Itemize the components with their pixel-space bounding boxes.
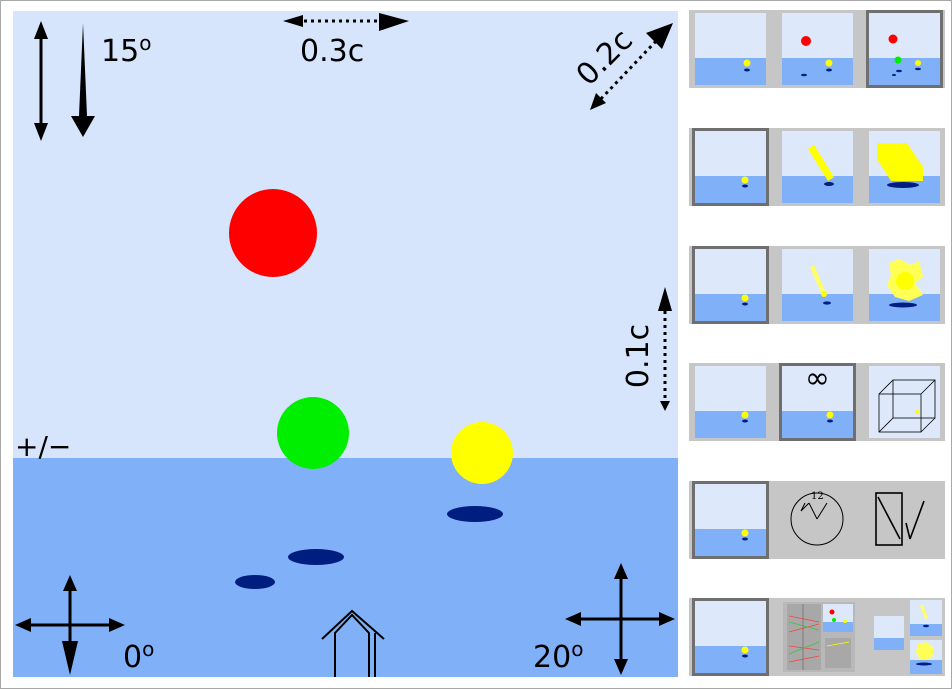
- row-shape: [689, 128, 945, 206]
- simulation-view[interactable]: 15o 0.3c 0.2c 0.1c +/− 0o 20o: [13, 11, 678, 677]
- row-effect: [689, 246, 945, 324]
- row-objects: [689, 10, 945, 88]
- thumb-diagram-layout[interactable]: [783, 602, 855, 672]
- thumb-wireframe-box[interactable]: [866, 363, 943, 441]
- options-panel: ∞ 12: [681, 1, 952, 690]
- yaw-right-cross-icon[interactable]: [565, 563, 675, 675]
- ball-shadow: [288, 549, 344, 565]
- thumb-normal-view[interactable]: [692, 363, 769, 441]
- clock-icon: [790, 492, 844, 546]
- thumb-stretched[interactable]: [779, 128, 856, 206]
- multi-view-icon: [874, 600, 942, 674]
- pitch-arrow-icon[interactable]: [71, 23, 95, 137]
- thumb-clock[interactable]: 12: [779, 481, 856, 559]
- yaw-left-value: 0: [123, 640, 143, 675]
- wireframe-box-icon: [878, 379, 936, 433]
- thumb-single-ball[interactable]: [692, 10, 769, 88]
- sky: [13, 11, 678, 458]
- thumb-three-balls[interactable]: [866, 10, 943, 88]
- pitch-range-arrow-icon[interactable]: [34, 21, 48, 141]
- thumb-burst[interactable]: [866, 246, 943, 324]
- speed-diagonal-arrow-icon[interactable]: [590, 23, 673, 110]
- diagram-preview-icon: [787, 604, 853, 670]
- yaw-left-label: 0o: [123, 639, 154, 675]
- thumb-ball[interactable]: [692, 128, 769, 206]
- yaw-right-unit: o: [571, 637, 584, 661]
- thumb-flattened[interactable]: [866, 128, 943, 206]
- ball-shadow: [447, 506, 503, 522]
- scene-canvas[interactable]: [13, 11, 678, 677]
- row-layout: [689, 598, 945, 676]
- thumb-normal-time[interactable]: [692, 481, 769, 559]
- green-ball[interactable]: [277, 397, 349, 469]
- pitch-unit: o: [139, 31, 152, 55]
- light-path-icon: [875, 492, 925, 546]
- ball-shadow: [235, 575, 275, 589]
- row-view: ∞: [689, 363, 945, 441]
- home-icon[interactable]: [321, 609, 385, 677]
- pitch-label: 15o: [101, 33, 151, 69]
- thumb-two-balls[interactable]: [779, 10, 856, 88]
- thumb-infinity-view[interactable]: ∞: [779, 363, 856, 441]
- speed-y-label: 0.1c: [621, 323, 657, 389]
- yaw-right-value: 20: [533, 640, 572, 675]
- infinity-icon: ∞: [805, 363, 830, 396]
- zoom-label[interactable]: +/−: [15, 430, 72, 463]
- clock-number: 12: [811, 491, 824, 502]
- thumb-light-path[interactable]: [866, 481, 943, 559]
- yaw-left-unit: o: [142, 637, 155, 661]
- yaw-right-label: 20o: [533, 639, 583, 675]
- thumb-ball-effect[interactable]: [692, 246, 769, 324]
- row-time: 12: [689, 481, 945, 559]
- pitch-value: 15: [101, 34, 140, 69]
- thumb-multi-layout[interactable]: [866, 598, 943, 676]
- thumb-streak[interactable]: [779, 246, 856, 324]
- sea: [13, 458, 678, 677]
- yaw-left-cross-icon[interactable]: [15, 575, 125, 675]
- speed-x-label: 0.3c: [300, 34, 365, 69]
- red-ball[interactable]: [229, 189, 317, 277]
- yellow-ball[interactable]: [451, 422, 513, 484]
- speed-x-arrow-icon[interactable]: [283, 13, 409, 31]
- speed-y-arrow-icon[interactable]: [658, 287, 672, 411]
- thumb-single-layout[interactable]: [692, 598, 769, 676]
